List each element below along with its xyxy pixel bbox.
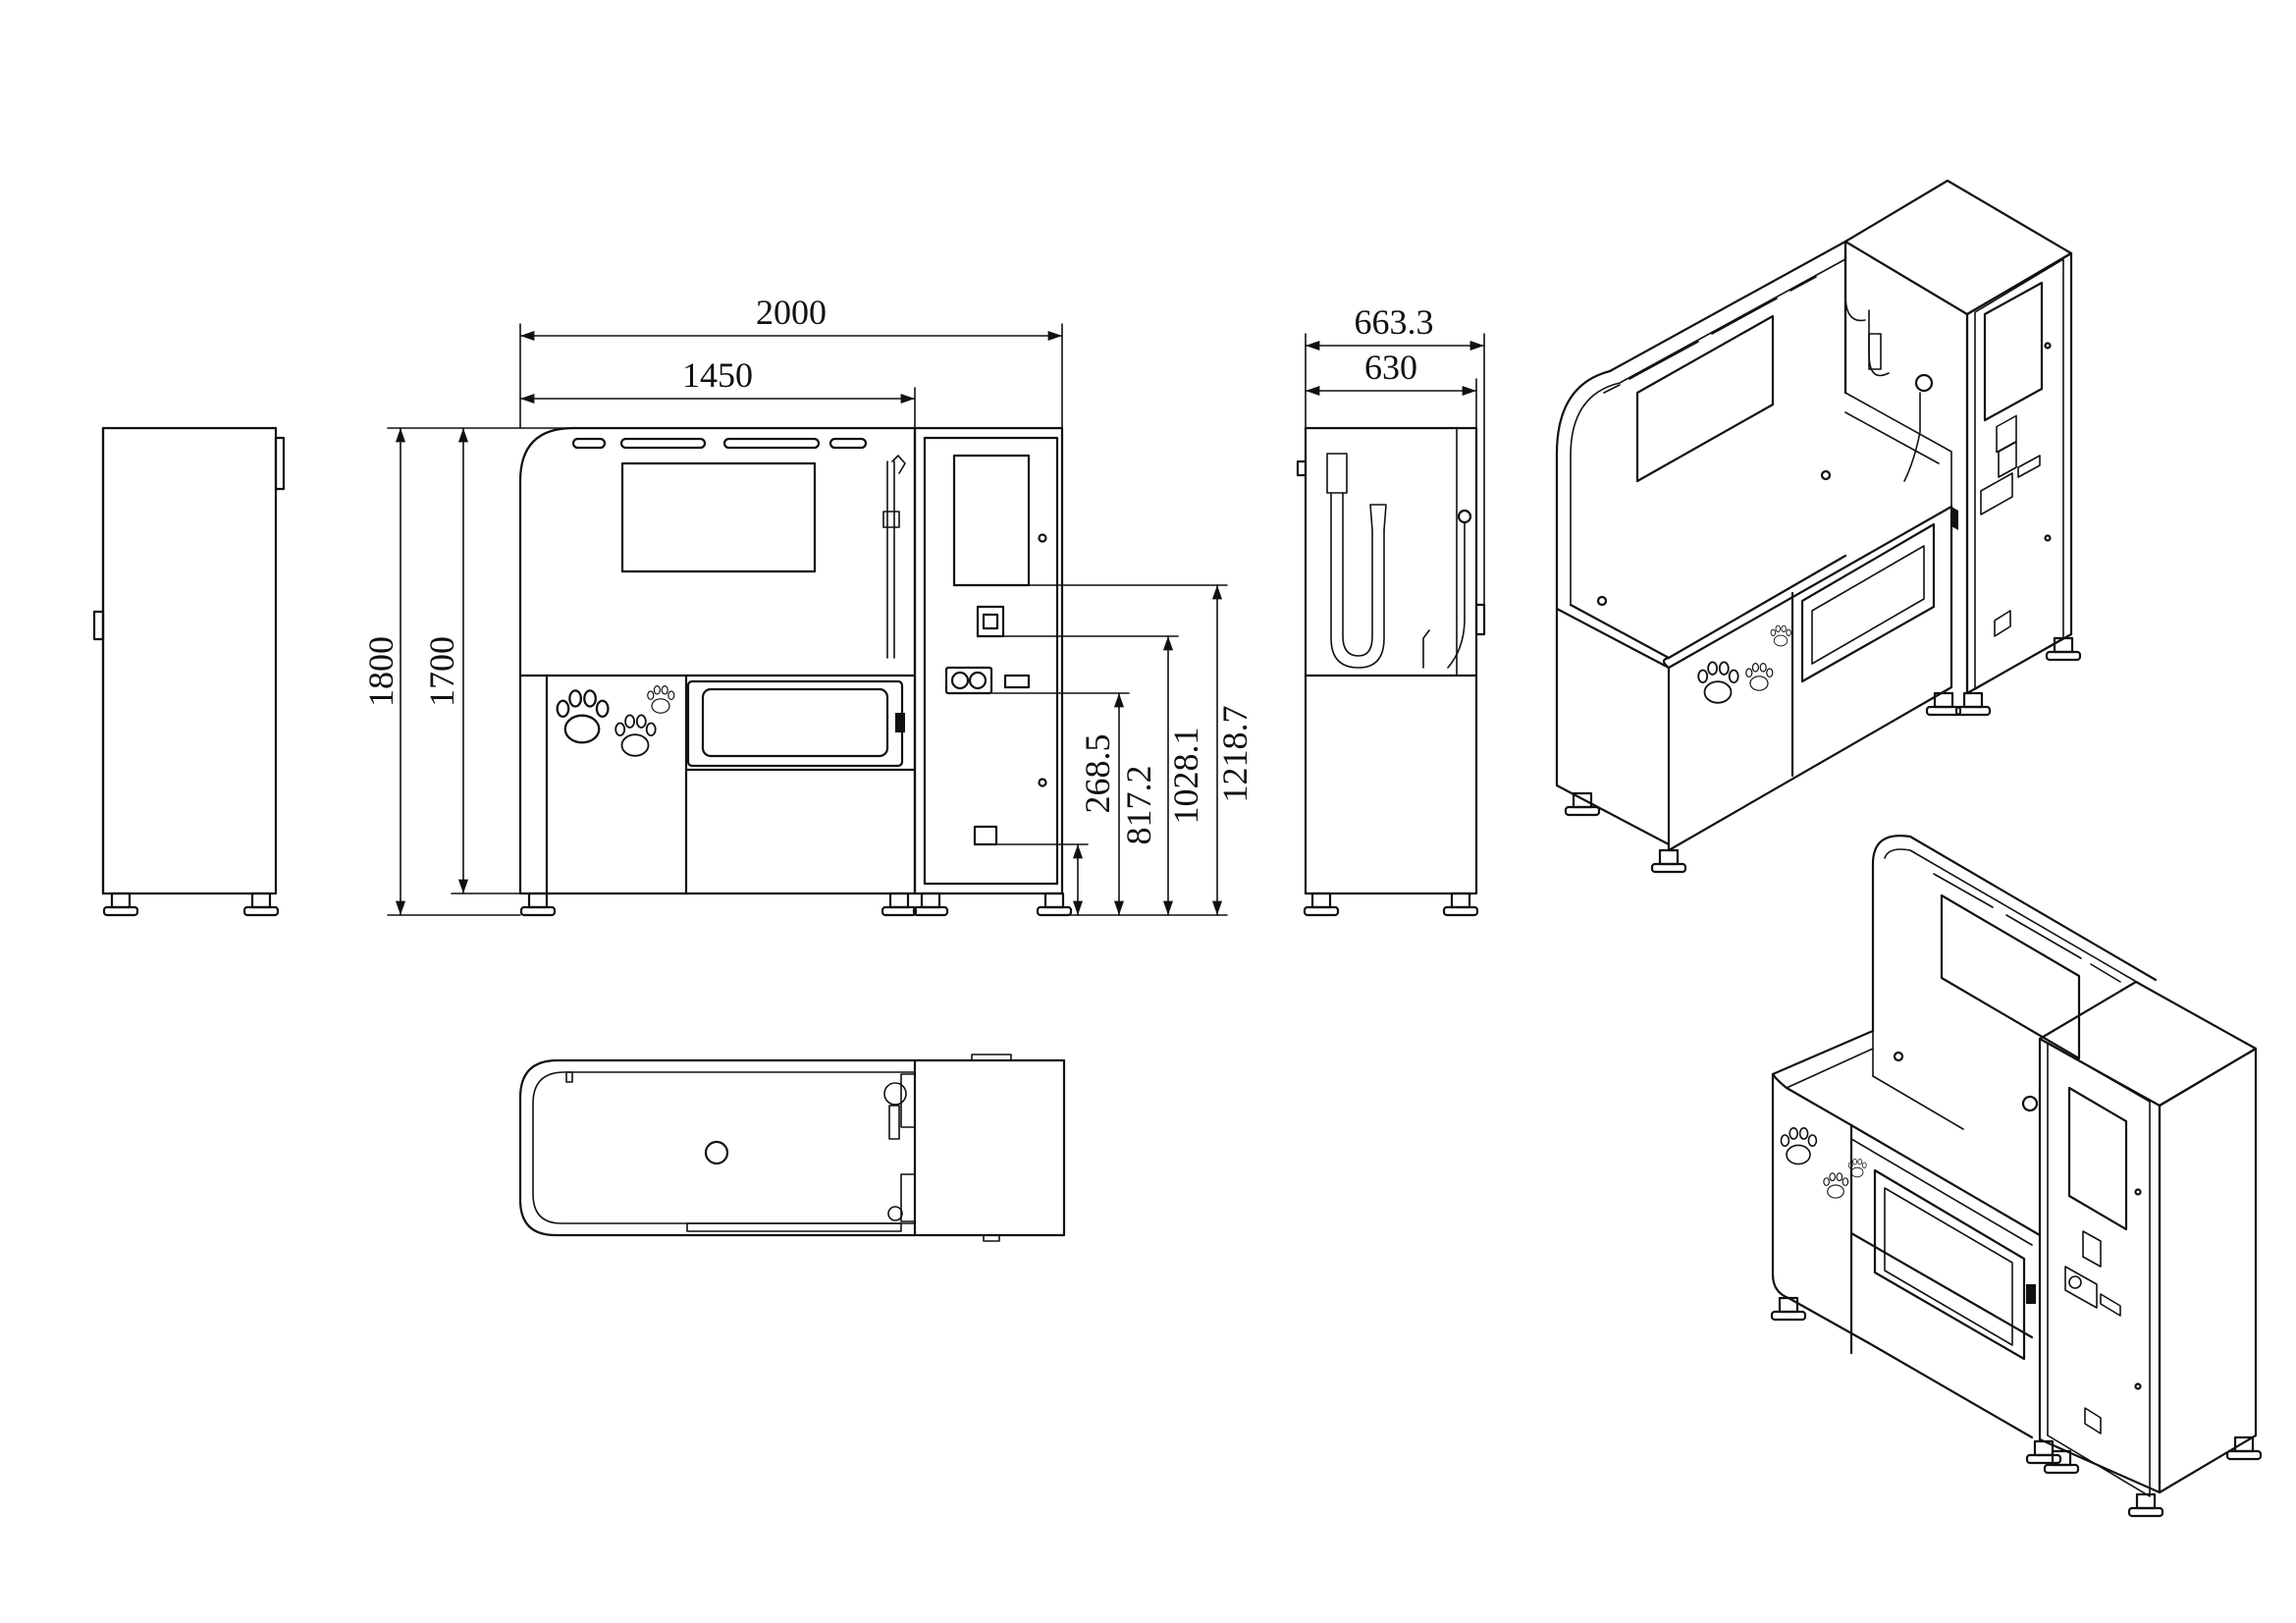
dim-height-card-reader: 1028.1 [1166,728,1205,825]
left-side-view [92,426,286,917]
front-dimensions: 2000 1450 1800 1700 268.5 817.2 1028.1 1… [361,293,1255,916]
right-side-view: 663.3 630 [1296,302,1486,917]
dim-side-depth-overall: 663.3 [1355,302,1434,342]
dim-overall-height: 1800 [361,636,400,707]
front-view [518,426,1073,917]
dim-overall-width: 2000 [756,293,827,332]
dim-tub-width: 1450 [682,355,753,395]
isometric-view-front [1770,835,2263,1518]
top-view [518,1054,1066,1242]
dim-height-payment-panel: 817.2 [1119,766,1158,845]
dim-side-depth: 630 [1364,348,1417,387]
dim-height-screen-bottom: 1218.7 [1215,706,1255,803]
dim-tub-height: 1700 [422,636,461,707]
isometric-view-rear [1555,179,2082,874]
dim-height-bottom-slot: 268.5 [1078,734,1117,814]
